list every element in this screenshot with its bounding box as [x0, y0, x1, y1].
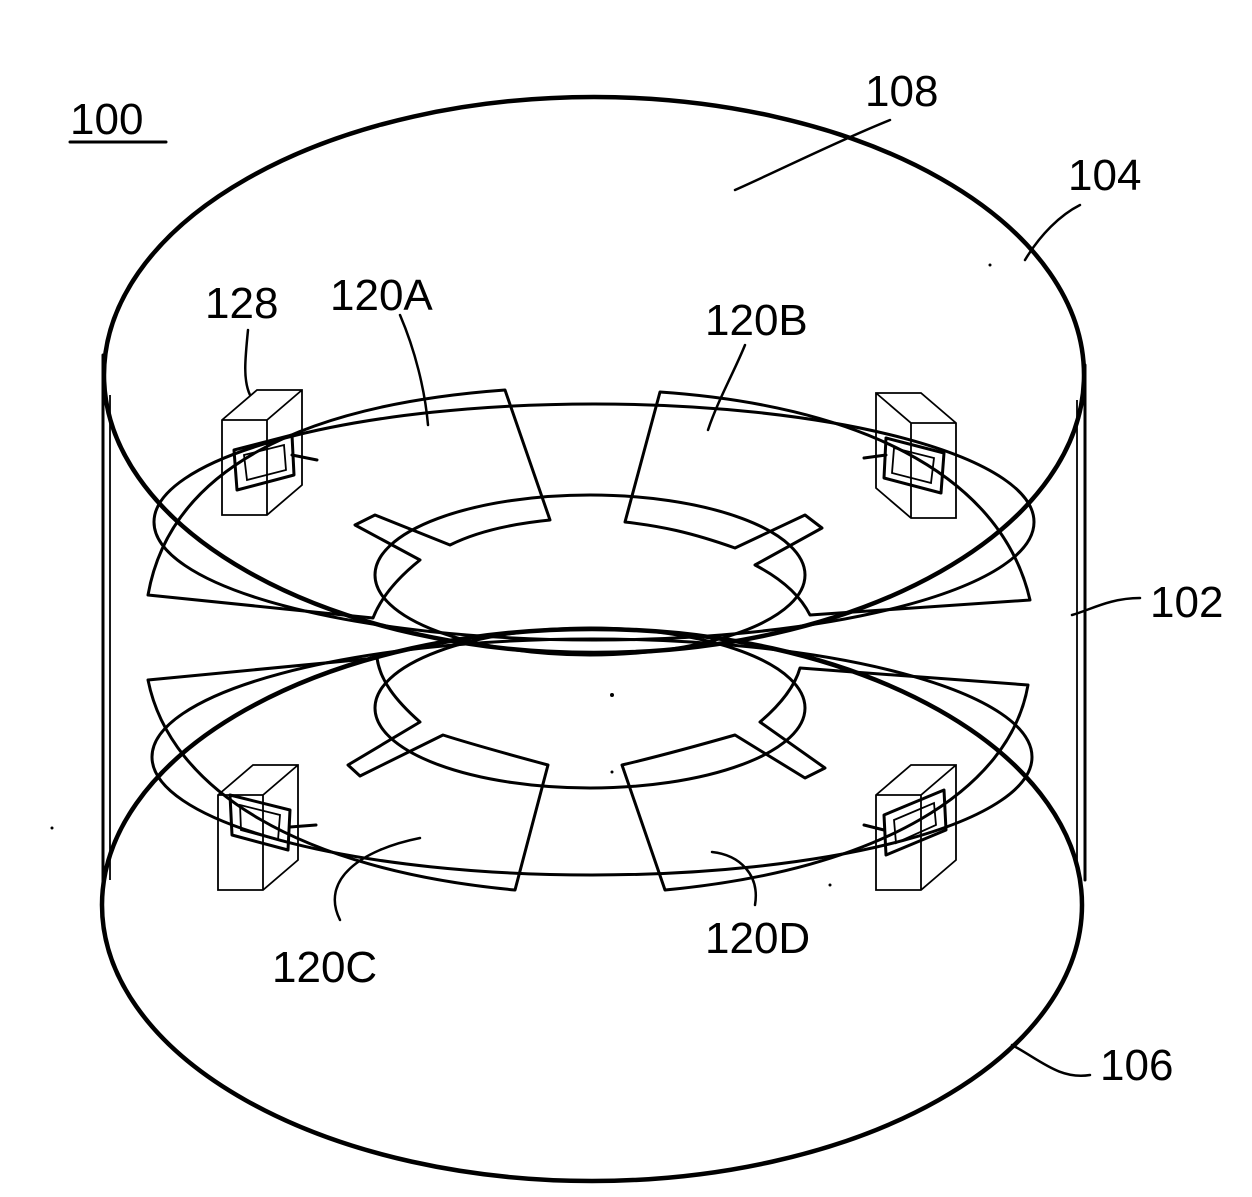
lower-element-ring [152, 628, 1032, 875]
upper-ring-outer [154, 404, 1034, 640]
leader-120c [335, 838, 420, 920]
bottom-surface-ellipse [102, 629, 1082, 1181]
leader-106 [1012, 1045, 1090, 1076]
label-120d: 120D [705, 914, 810, 963]
leader-128 [245, 330, 250, 395]
label-128: 128 [205, 279, 278, 328]
leader-120a [400, 315, 428, 425]
label-120a: 120A [330, 271, 433, 320]
label-106: 106 [1100, 1041, 1173, 1090]
label-108: 108 [865, 67, 938, 116]
label-104: 104 [1068, 151, 1141, 200]
label-102: 102 [1150, 578, 1223, 627]
leader-lines [245, 120, 1140, 1076]
component-box-bottom-left [218, 765, 316, 890]
leader-120b [708, 345, 745, 430]
leader-108 [735, 120, 890, 190]
leader-102 [1072, 598, 1140, 615]
label-120c: 120C [272, 943, 377, 992]
top-surface-ellipse [104, 97, 1084, 653]
label-120b: 120B [705, 296, 808, 345]
label-100: 100 [70, 95, 143, 144]
